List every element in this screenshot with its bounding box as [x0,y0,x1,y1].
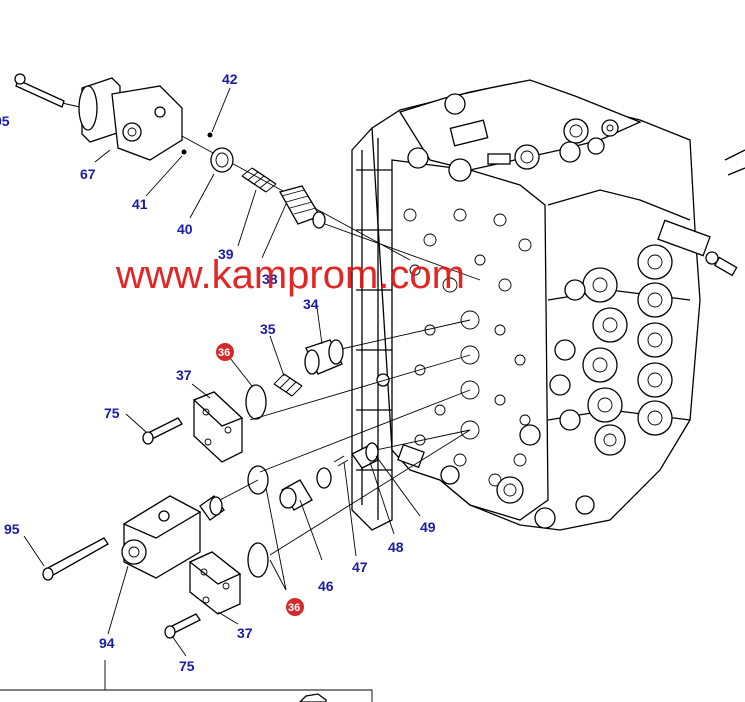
label-95-top: 95 [0,113,10,129]
label-34: 34 [303,296,319,312]
label-42: 42 [222,71,238,87]
label-37-bottom: 37 [237,625,253,641]
label-37-top: 37 [176,367,192,383]
label-39: 39 [218,246,234,262]
o-rings [245,384,332,591]
leader-lines [23,87,323,657]
label-75-bottom: 75 [179,658,195,674]
label-36-top: 36 [218,347,230,359]
plug-assembly [279,442,421,561]
cover-plates [142,391,244,639]
label-38: 38 [262,271,278,287]
label-94: 94 [99,635,115,651]
label-49: 49 [420,519,436,535]
label-35: 35 [260,321,276,337]
ring-badge-36-bottom [286,598,304,616]
ring-badge-36-top [216,343,234,361]
label-40: 40 [177,221,193,237]
label-67: 67 [80,166,96,182]
partial-part-bottom [299,693,327,702]
label-47: 47 [352,559,368,575]
solenoid-valve-bottom [42,495,225,581]
control-valve-body [351,79,745,531]
label-46: 46 [318,578,334,594]
solenoid-valve-top [14,73,213,161]
watermark-text: www.kamprom.com [115,253,465,297]
part-labels: 95 67 42 41 40 39 38 34 35 36 37 75 95 9… [0,71,436,674]
label-36-bottom: 36 [288,602,300,614]
label-75-top: 75 [104,405,120,421]
spring-assembly [210,147,344,397]
label-41: 41 [132,196,148,212]
label-95: 95 [4,521,20,537]
label-48: 48 [388,539,404,555]
